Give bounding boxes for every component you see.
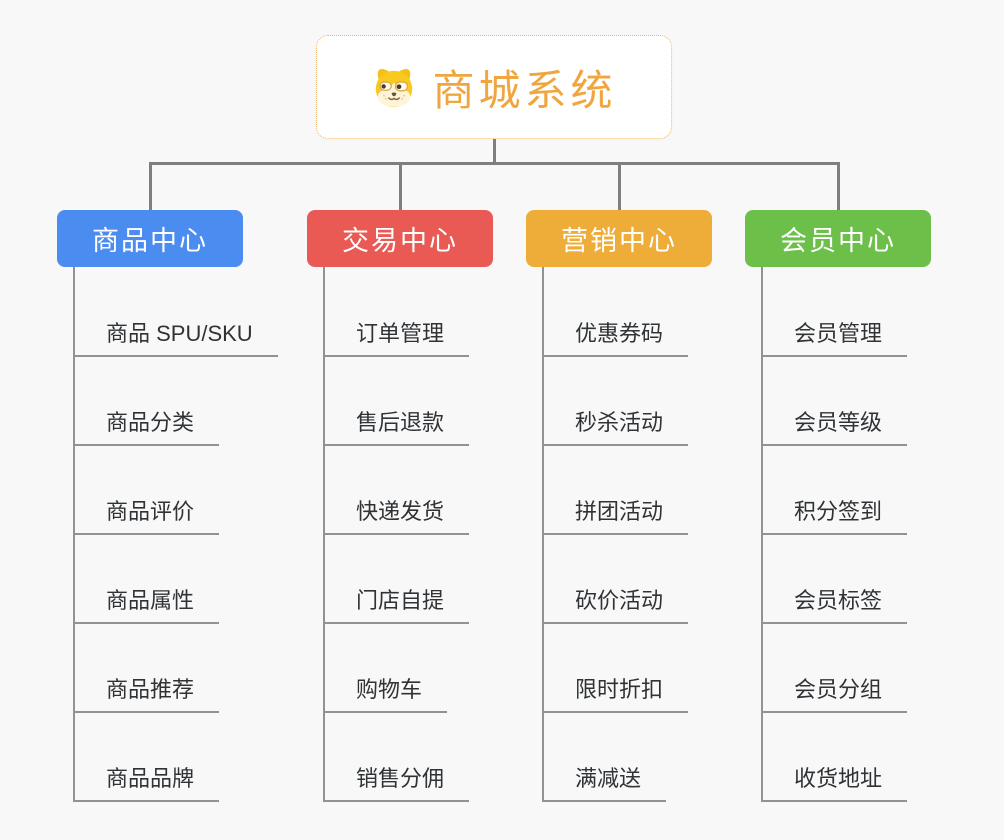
subtopic-node[interactable]: 收货地址 [761, 760, 908, 802]
connector-line [148, 162, 152, 210]
subtopic-node[interactable]: 商品推荐 [73, 671, 220, 713]
subtopic-node[interactable]: 商品属性 [73, 582, 220, 624]
subtopic-node[interactable]: 门店自提 [323, 582, 470, 624]
subtopic-node[interactable]: 拼团活动 [542, 493, 689, 535]
subtopic-node[interactable]: 会员标签 [761, 582, 908, 624]
subtopic-node[interactable]: 商品品牌 [73, 760, 220, 802]
subtopic-node[interactable]: 优惠券码 [542, 315, 689, 357]
branch-node-product-center[interactable]: 商品中心 [57, 210, 243, 267]
branch-node-member-center[interactable]: 会员中心 [745, 210, 931, 267]
root-topic-node[interactable]: 商城系统 [316, 35, 672, 139]
subtopic-node[interactable]: 商品评价 [73, 493, 220, 535]
branch-node-marketing-center[interactable]: 营销中心 [526, 210, 712, 267]
subtopic-node[interactable]: 秒杀活动 [542, 404, 689, 446]
subtopic-node[interactable]: 订单管理 [323, 315, 470, 357]
branch-label: 营销中心 [561, 226, 677, 256]
subtopic-node[interactable]: 砍价活动 [542, 582, 689, 624]
branch-label: 交易中心 [342, 226, 458, 256]
subtopic-node[interactable]: 快递发货 [323, 493, 470, 535]
connector-line [148, 162, 840, 165]
subtopic-node[interactable]: 商品分类 [73, 404, 220, 446]
subtopic-node[interactable]: 商品 SPU/SKU [73, 315, 278, 357]
root-topic-title: 商城系统 [432, 66, 617, 114]
connector-line [493, 139, 496, 165]
subtopic-node[interactable]: 限时折扣 [542, 671, 689, 713]
subtopic-node[interactable]: 积分签到 [761, 493, 908, 535]
subtopic-node[interactable]: 会员管理 [761, 315, 908, 357]
subtopic-node[interactable]: 会员等级 [761, 404, 908, 446]
branch-node-trade-center[interactable]: 交易中心 [307, 210, 493, 267]
connector-line [617, 162, 621, 210]
connector-line [398, 162, 402, 210]
connector-line [836, 162, 840, 210]
subtopic-node[interactable]: 购物车 [323, 671, 448, 713]
subtopic-node[interactable]: 满减送 [542, 760, 667, 802]
branch-label: 商品中心 [92, 226, 208, 256]
branch-label: 会员中心 [780, 226, 896, 256]
subtopic-node[interactable]: 售后退款 [323, 404, 470, 446]
dog-face-icon [371, 64, 417, 110]
subtopic-node[interactable]: 会员分组 [761, 671, 908, 713]
subtopic-node[interactable]: 销售分佣 [323, 760, 470, 802]
